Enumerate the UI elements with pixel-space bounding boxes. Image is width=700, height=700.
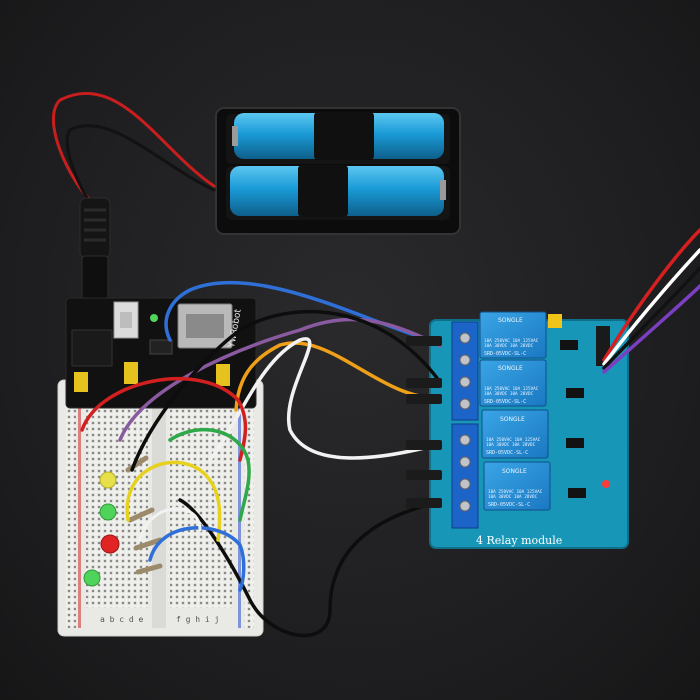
relay-1-rating-1: 10A 250VAC 10A 125VAC — [484, 338, 539, 344]
relay-2-brand: SONGLE — [498, 365, 523, 372]
relay-4-rating-2: 10A 30VDC 10A 28VDC — [488, 494, 538, 500]
relay-indicator-led — [602, 480, 610, 488]
led-red — [100, 534, 120, 554]
battery-holder — [215, 107, 461, 235]
led-column — [83, 471, 120, 587]
breadboard-power-module: YwRobot — [65, 297, 257, 409]
breadboard: a b c d e f g h i j — [57, 379, 264, 637]
relay-3-brand: SONGLE — [500, 416, 525, 423]
relay-4-model: SRD-05VDC-SL-C — [488, 502, 530, 508]
relay-control-wires — [602, 228, 700, 374]
relay-4: SONGLE 10A 250VAC 10A 125VAC 10A 30VDC 1… — [483, 461, 551, 511]
relay-3-rating-2: 10A 30VDC 10A 28VDC — [486, 442, 536, 448]
relay-module-label: 4 Relay module — [476, 534, 562, 547]
relay-3-rating-1: 10A 250VAC 10A 125VAC — [486, 437, 541, 443]
relay-3: SONGLE 10A 250VAC 10A 125VAC 10A 30VDC 1… — [481, 409, 549, 459]
relay-2-model: SRD-05VDC-SL-C — [484, 399, 526, 405]
relay-1: SONGLE 10A 250VAC 10A 125VAC 10A 30VDC 1… — [479, 311, 547, 359]
relay-2-rating-1: 10A 250VAC 10A 125VAC — [484, 386, 539, 392]
relay-1-model: SRD-05VDC-SL-C — [484, 351, 526, 357]
battery-cell-bottom — [230, 165, 446, 217]
dc-barrel-plug — [79, 197, 111, 307]
relay-3-model: SRD-05VDC-SL-C — [486, 450, 528, 456]
relay-4-brand: SONGLE — [502, 468, 527, 475]
jumper-wires — [80, 280, 442, 638]
relay-4-rating-1: 10A 250VAC 10A 125VAC — [488, 489, 543, 495]
relay-2-rating-2: 10A 30VDC 10A 28VDC — [484, 391, 534, 397]
relay-1-rating-2: 10A 30VDC 10A 28VDC — [484, 343, 534, 349]
led-green — [99, 503, 117, 521]
battery-cell-top — [232, 112, 444, 160]
column-letters-right: f g h i j — [176, 615, 219, 624]
relay-module: SONGLE 10A 250VAC 10A 125VAC 10A 30VDC 1… — [429, 311, 629, 549]
led-green-2 — [83, 569, 101, 587]
led-yellow — [99, 471, 117, 489]
battery-lead-wires — [51, 92, 216, 207]
relay-1-brand: SONGLE — [498, 317, 523, 324]
column-letters-left: a b c d e — [100, 615, 144, 624]
relay-2: SONGLE 10A 250VAC 10A 125VAC 10A 30VDC 1… — [479, 359, 547, 407]
